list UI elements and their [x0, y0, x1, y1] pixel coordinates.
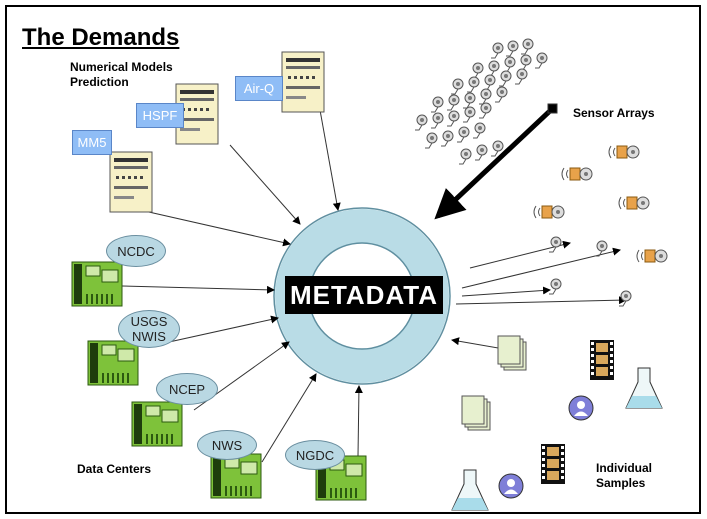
flow-arrow	[461, 247, 621, 289]
sensor-icon	[503, 56, 516, 73]
sensor-icon	[487, 60, 500, 77]
sensor-icon	[451, 78, 464, 95]
computer-icon	[87, 340, 139, 386]
siren-icon	[636, 249, 668, 263]
flow-arrow	[139, 209, 291, 247]
siren-icon	[561, 167, 593, 181]
sensor-icon	[467, 76, 480, 93]
flow-arrow	[121, 285, 275, 294]
sensor-icon	[491, 42, 504, 59]
person-icon	[498, 473, 524, 499]
document-stack-icon	[497, 335, 527, 371]
siren-icon	[533, 205, 565, 219]
sensor-icon	[506, 40, 519, 57]
sensor-icon	[475, 144, 488, 161]
film-strip-icon	[541, 444, 565, 484]
sensor-icon	[619, 290, 632, 307]
sensor-icon	[519, 54, 532, 71]
icons	[71, 38, 668, 511]
computer-icon	[210, 453, 262, 499]
ellipse-ngdc: NGDC	[285, 440, 345, 470]
sensor-icon	[457, 126, 470, 143]
sensor-icon	[473, 122, 486, 139]
sensor-icon	[459, 148, 472, 165]
model-box-airq: Air-Q	[235, 76, 283, 101]
person-icon	[568, 395, 594, 421]
siren-icon	[608, 145, 640, 159]
page-title: The Demands	[22, 24, 180, 51]
siren-icon	[618, 196, 650, 210]
flow-arrow	[469, 240, 571, 269]
model-box-hspf: HSPF	[136, 103, 184, 128]
flow-arrow	[455, 296, 627, 305]
computer-icon	[131, 401, 183, 447]
sensor-icon	[441, 130, 454, 147]
sensor-icon	[491, 140, 504, 157]
sensor-array-hub	[547, 103, 558, 114]
computer-icon	[71, 261, 123, 307]
flow-arrow	[159, 315, 279, 345]
data-centers-label: Data Centers	[77, 462, 152, 476]
sensor-icon	[431, 112, 444, 129]
server-icon	[109, 151, 153, 213]
individual-samples-label: Individual Samples	[596, 461, 653, 490]
sensor-arrays-label: Sensor Arrays	[573, 106, 655, 120]
flask-icon	[625, 367, 663, 409]
sensor-icon	[595, 240, 608, 257]
sensor-icon	[479, 102, 492, 119]
flow-arrow	[261, 373, 317, 463]
sensor-icon	[447, 94, 460, 111]
metadata-label: METADATA	[285, 276, 443, 314]
flow-arrow	[229, 144, 301, 225]
sensor-icon	[447, 110, 460, 127]
flow-arrow	[319, 109, 341, 211]
flow-arrow	[354, 385, 363, 457]
sensor-icon	[483, 74, 496, 91]
server-icon	[281, 51, 325, 113]
slide-border	[5, 5, 701, 514]
document-stack-icon	[461, 395, 491, 431]
sensor-icon	[479, 88, 492, 105]
numerical-models-label: Numerical Models Prediction	[70, 60, 173, 89]
arrows	[121, 103, 627, 463]
sensor-icon	[463, 92, 476, 109]
sensor-icon	[463, 106, 476, 123]
sensor-icon	[425, 132, 438, 149]
sensor-icon	[535, 52, 548, 69]
model-box-mm5: MM5	[72, 130, 112, 155]
ellipse-usgs-nwis: USGS NWIS	[118, 310, 180, 348]
sensor-icon	[515, 68, 528, 85]
sensor-array-arrow	[434, 107, 554, 220]
sensor-icon	[499, 70, 512, 87]
film-strip-icon	[590, 340, 614, 380]
flow-arrow	[461, 286, 551, 297]
metadata-ring	[273, 207, 451, 385]
ellipse-nws: NWS	[197, 430, 257, 460]
sensor-icon	[521, 38, 534, 55]
sensor-icon	[471, 62, 484, 79]
flask-icon	[451, 469, 489, 511]
ellipse-ncdc: NCDC	[106, 235, 166, 267]
sensor-icon	[549, 278, 562, 295]
sensor-icon	[495, 86, 508, 103]
sensor-icon	[415, 114, 428, 131]
sensor-icon	[549, 236, 562, 253]
ellipse-ncep: NCEP	[156, 373, 218, 405]
sensor-icon	[431, 96, 444, 113]
